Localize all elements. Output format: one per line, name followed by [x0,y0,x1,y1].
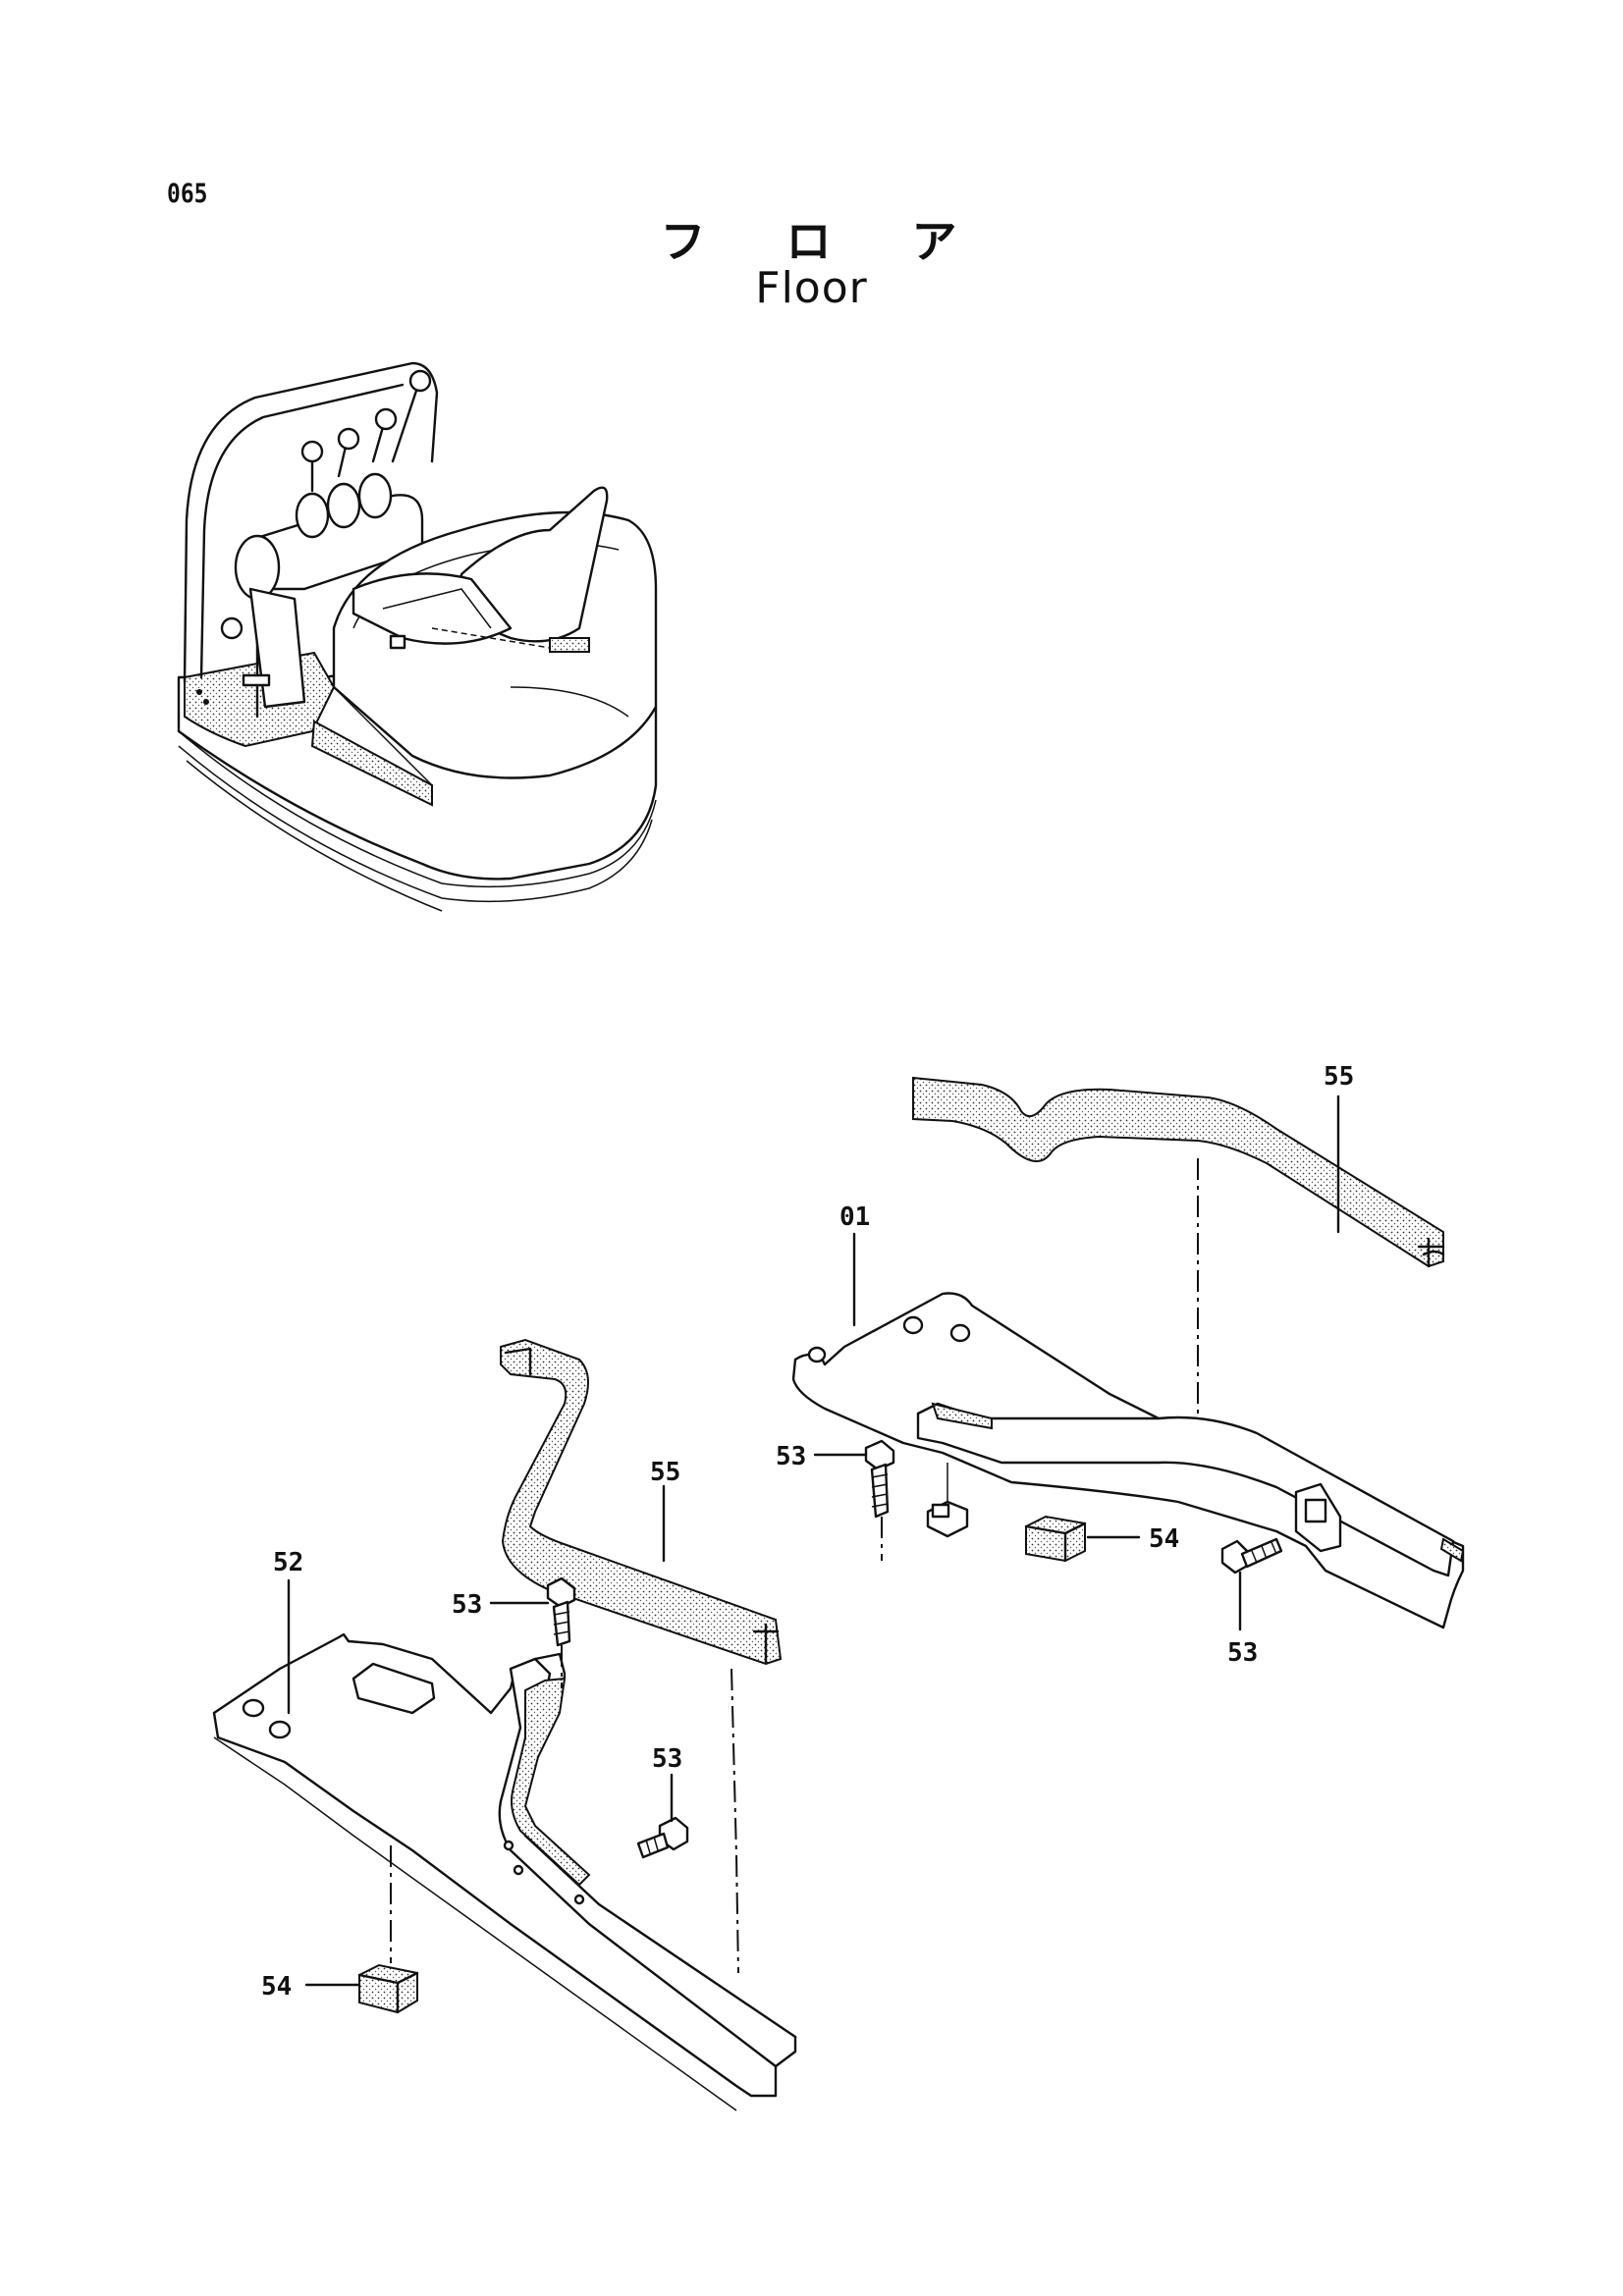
leader-lines [287,1095,1340,1987]
callout-53: 53 [776,1442,806,1471]
page-number: 065 [167,179,208,209]
part-55-seal-strip-upper [912,1076,1445,1268]
callout-54: 54 [261,1972,292,2002]
part-52-floor-plate [212,1632,797,2111]
callout-53: 53 [652,1744,682,1774]
bolt-53-upper-left [864,1439,895,1519]
callout-53: 53 [1227,1638,1258,1668]
title-japanese: フロア [0,206,1623,271]
control-levers [295,369,432,539]
callout-labels: 55 01 53 54 53 55 52 53 53 54 [261,1062,1354,2002]
title-jp-char: ロ [785,215,838,268]
bolt-53-upper-right [1220,1537,1283,1575]
title-jp-char: フ [660,215,712,268]
callout-55: 55 [650,1458,680,1487]
part-01-floor-plate [791,1292,1465,1629]
bolt-53-lower [636,1816,689,1859]
callout-53: 53 [452,1590,482,1620]
cab-overview-illustration [177,361,658,912]
part-54-pad-upper [1024,1515,1087,1563]
part-55-seal-strip-middle [500,1338,783,1666]
bolt-53-middle [546,1576,576,1647]
callout-55: 55 [1324,1062,1354,1092]
title-jp-char: ア [911,215,963,268]
callout-01: 01 [839,1202,870,1232]
part-54-pad-lower [357,1963,419,2014]
title-english: Floor [755,263,868,313]
callout-54: 54 [1149,1524,1179,1554]
callout-52: 52 [273,1548,303,1577]
